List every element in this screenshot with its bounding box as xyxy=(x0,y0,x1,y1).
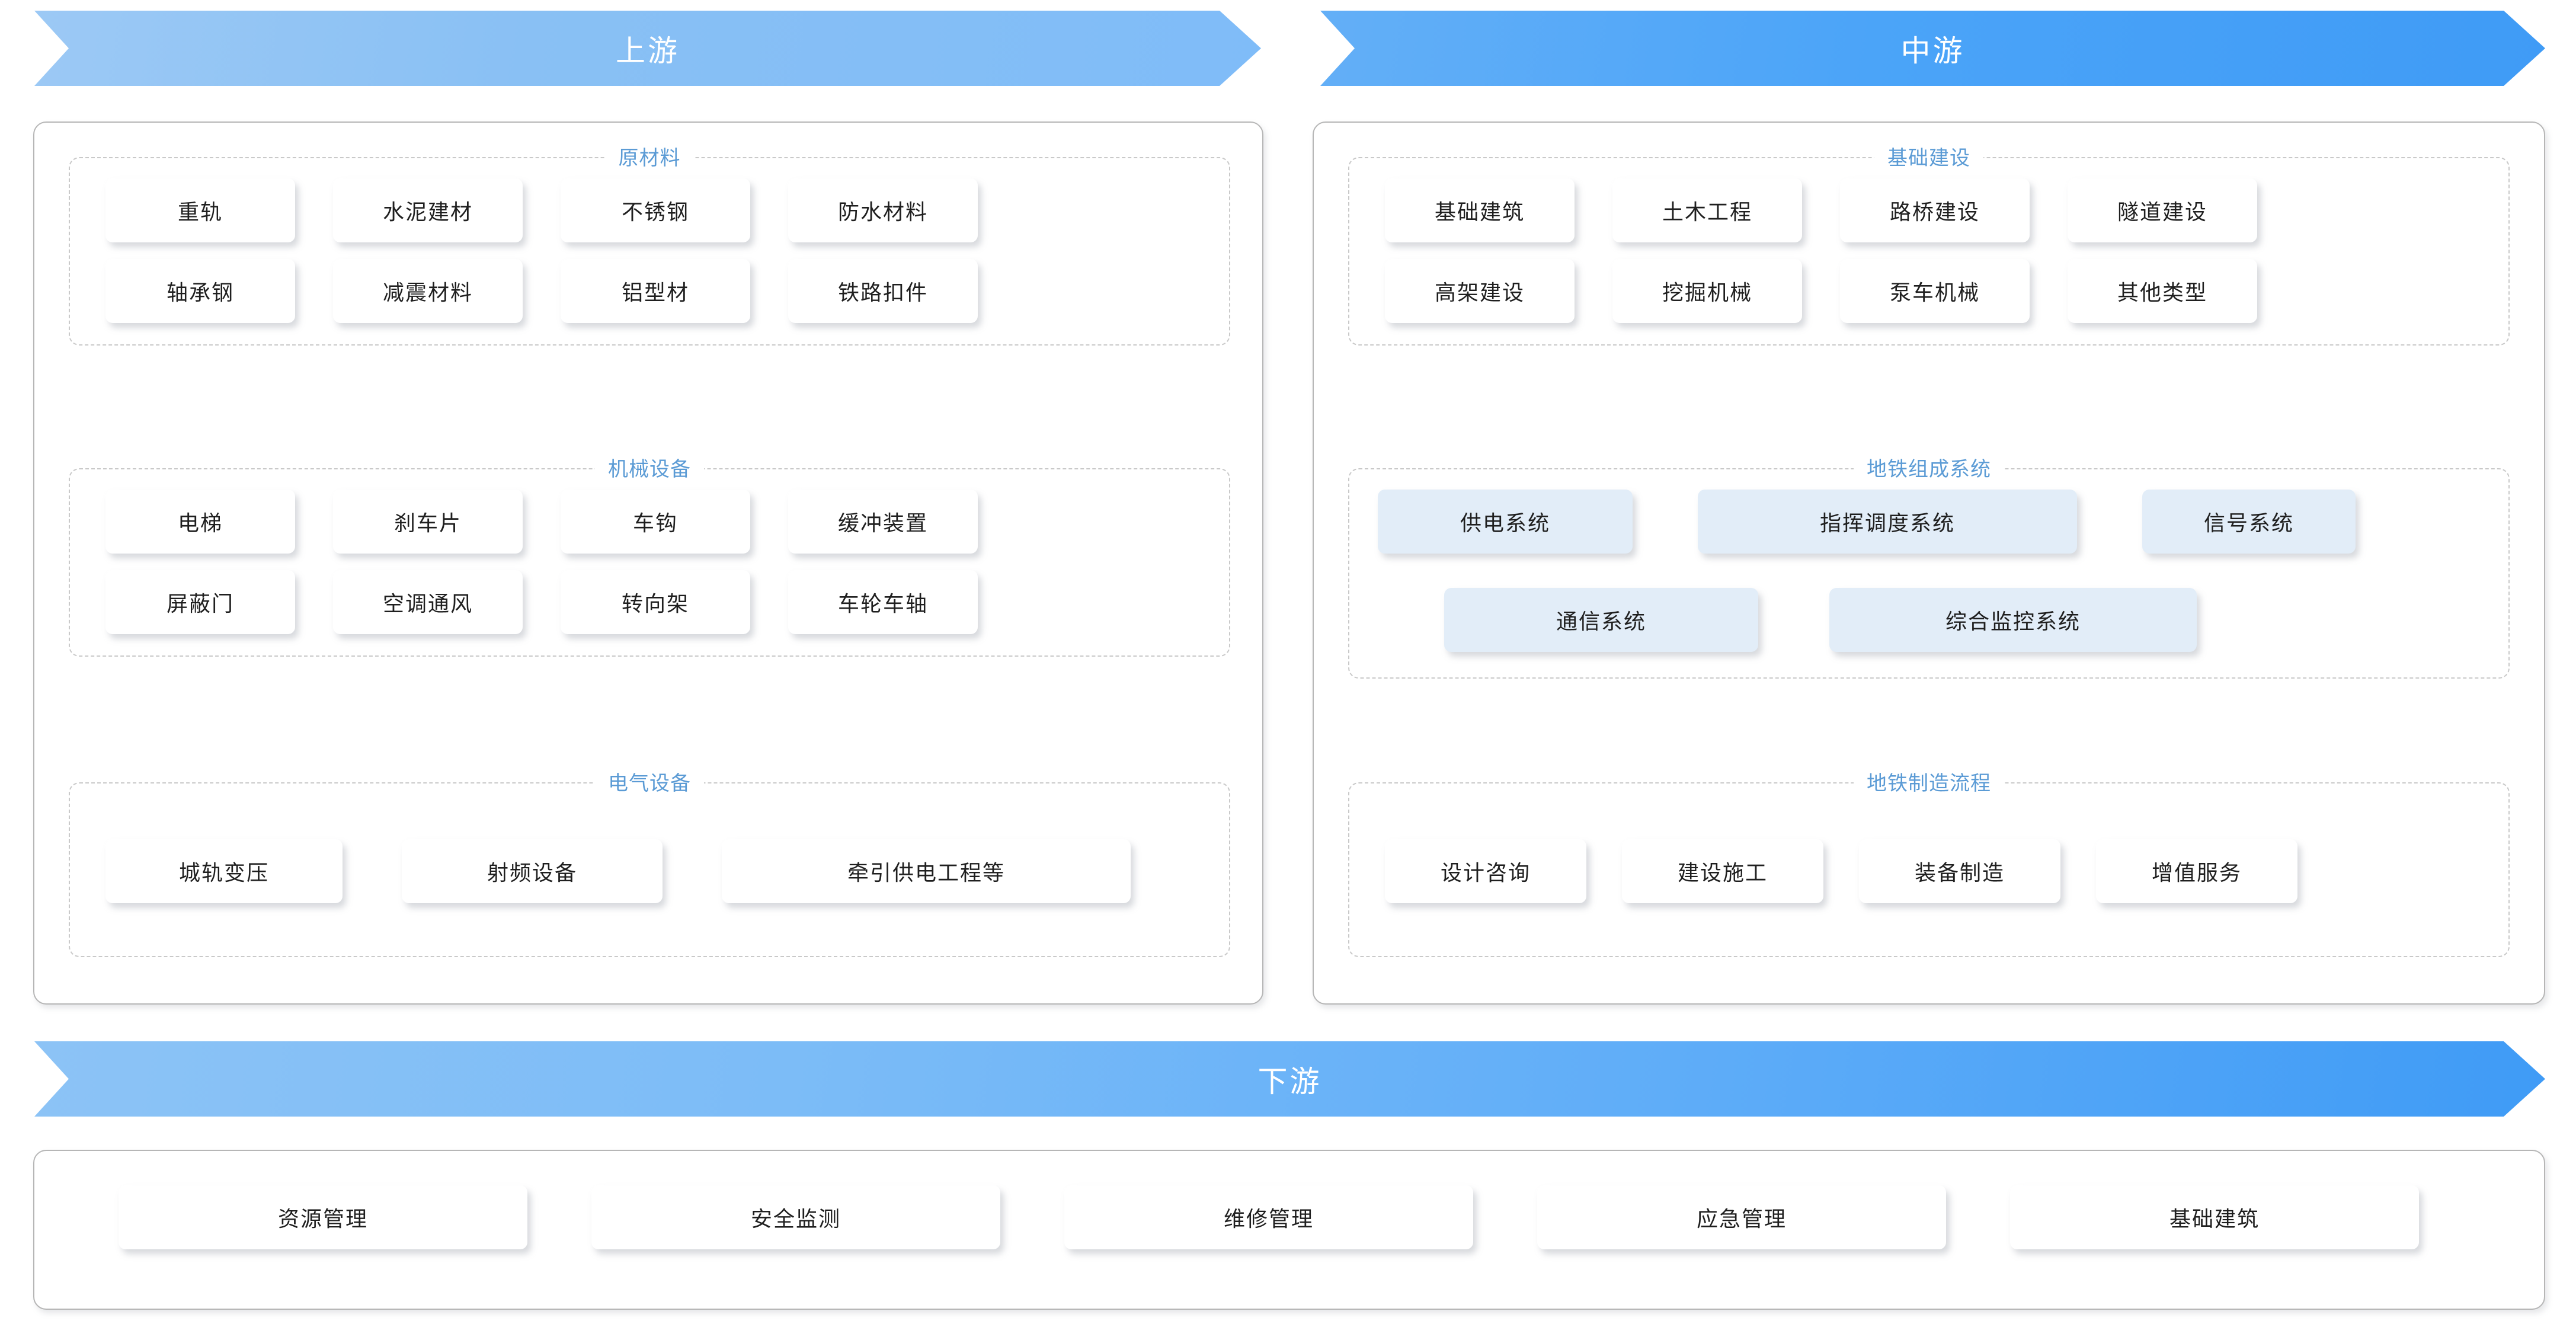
card-item[interactable]: 铝型材 xyxy=(561,259,750,323)
card-item[interactable]: 指挥调度系统 xyxy=(1698,490,2077,554)
group-title-basic-construction: 基础建设 xyxy=(1874,142,1983,171)
row-downstream-1: 资源管理 安全监测 维修管理 应急管理 基础建筑 xyxy=(119,1185,2419,1249)
card-item[interactable]: 缓冲装置 xyxy=(788,490,978,554)
row-raw-materials-1: 重轨 水泥建材 不锈钢 防水材料 xyxy=(105,178,978,242)
card-item[interactable]: 轴承钢 xyxy=(105,259,295,323)
group-title-electrical-equipment: 电气设备 xyxy=(595,767,704,796)
card-item[interactable]: 土木工程 xyxy=(1612,178,1802,242)
group-metro-manufacturing-process: 地铁制造流程 设计咨询 建设施工 装备制造 增值服务 xyxy=(1348,767,2510,957)
card-item[interactable]: 其他类型 xyxy=(2068,259,2257,323)
card-item[interactable]: 应急管理 xyxy=(1537,1185,1946,1249)
banner-midstream-label: 中游 xyxy=(1900,34,1965,68)
row-infra-2: 高架建设 挖掘机械 泵车机械 其他类型 xyxy=(1385,259,2257,323)
card-item[interactable]: 供电系统 xyxy=(1378,490,1633,554)
group-raw-materials: 原材料 重轨 水泥建材 不锈钢 防水材料 轴承钢 减震材料 铝型材 铁路扣件 xyxy=(69,142,1230,346)
card-item[interactable]: 增值服务 xyxy=(2096,839,2297,903)
banner-midstream: 中游 xyxy=(1320,11,2545,86)
group-downstream-items: 资源管理 安全监测 维修管理 应急管理 基础建筑 xyxy=(119,1185,2419,1249)
banner-upstream-label: 上游 xyxy=(616,34,680,68)
row-mechanical-1: 电梯 刹车片 车钩 缓冲装置 xyxy=(105,490,978,554)
group-title-raw-materials: 原材料 xyxy=(605,142,694,171)
card-item[interactable]: 刹车片 xyxy=(333,490,523,554)
group-title-mechanical-equipment: 机械设备 xyxy=(595,453,704,482)
card-item[interactable]: 路桥建设 xyxy=(1840,178,2030,242)
card-item[interactable]: 水泥建材 xyxy=(333,178,523,242)
card-item[interactable]: 隧道建设 xyxy=(2068,178,2257,242)
card-item[interactable]: 不锈钢 xyxy=(561,178,750,242)
banner-upstream: 上游 xyxy=(34,11,1261,86)
card-item[interactable]: 铁路扣件 xyxy=(788,259,978,323)
card-item[interactable]: 车轮车轴 xyxy=(788,570,978,634)
card-item[interactable]: 空调通风 xyxy=(333,570,523,634)
card-item[interactable]: 防水材料 xyxy=(788,178,978,242)
card-item[interactable]: 维修管理 xyxy=(1064,1185,1473,1249)
card-item[interactable]: 建设施工 xyxy=(1622,839,1823,903)
group-title-metro-manufacturing-process: 地铁制造流程 xyxy=(1854,767,2004,796)
row-metro-systems-2: 通信系统 综合监控系统 xyxy=(1444,588,2197,652)
banner-downstream-label: 下游 xyxy=(1257,1064,1322,1098)
group-electrical-equipment: 电气设备 城轨变压 射频设备 牵引供电工程等 xyxy=(69,767,1230,957)
group-metro-systems: 地铁组成系统 供电系统 指挥调度系统 信号系统 通信系统 综合监控系统 xyxy=(1348,453,2510,679)
card-item[interactable]: 高架建设 xyxy=(1385,259,1575,323)
card-item[interactable]: 射频设备 xyxy=(402,839,663,903)
row-infra-1: 基础建筑 土木工程 路桥建设 隧道建设 xyxy=(1385,178,2257,242)
card-item[interactable]: 基础建筑 xyxy=(1385,178,1575,242)
row-electrical-1: 城轨变压 射频设备 牵引供电工程等 xyxy=(105,839,1131,903)
card-item[interactable]: 安全监测 xyxy=(591,1185,1000,1249)
card-item[interactable]: 牵引供电工程等 xyxy=(722,839,1131,903)
row-flow-1: 设计咨询 建设施工 装备制造 增值服务 xyxy=(1385,839,2297,903)
row-raw-materials-2: 轴承钢 减震材料 铝型材 铁路扣件 xyxy=(105,259,978,323)
group-mechanical-equipment: 机械设备 电梯 刹车片 车钩 缓冲装置 屏蔽门 空调通风 转向架 车轮车轴 xyxy=(69,453,1230,657)
group-title-metro-systems: 地铁组成系统 xyxy=(1854,453,2004,482)
card-item[interactable]: 屏蔽门 xyxy=(105,570,295,634)
card-item[interactable]: 电梯 xyxy=(105,490,295,554)
card-item[interactable]: 转向架 xyxy=(561,570,750,634)
card-item[interactable]: 挖掘机械 xyxy=(1612,259,1802,323)
card-item[interactable]: 基础建筑 xyxy=(2010,1185,2419,1249)
card-item[interactable]: 综合监控系统 xyxy=(1829,588,2197,652)
card-item[interactable]: 设计咨询 xyxy=(1385,839,1586,903)
card-item[interactable]: 信号系统 xyxy=(2142,490,2356,554)
row-mechanical-2: 屏蔽门 空调通风 转向架 车轮车轴 xyxy=(105,570,978,634)
card-item[interactable]: 城轨变压 xyxy=(105,839,343,903)
card-item[interactable]: 车钩 xyxy=(561,490,750,554)
card-item[interactable]: 装备制造 xyxy=(1859,839,2060,903)
card-item[interactable]: 泵车机械 xyxy=(1840,259,2030,323)
group-basic-construction: 基础建设 基础建筑 土木工程 路桥建设 隧道建设 高架建设 挖掘机械 泵车机械 … xyxy=(1348,142,2510,346)
card-item[interactable]: 通信系统 xyxy=(1444,588,1758,652)
card-item[interactable]: 资源管理 xyxy=(119,1185,527,1249)
card-item[interactable]: 重轨 xyxy=(105,178,295,242)
row-metro-systems-1: 供电系统 指挥调度系统 信号系统 xyxy=(1378,490,2356,554)
banner-downstream: 下游 xyxy=(34,1041,2545,1117)
card-item[interactable]: 减震材料 xyxy=(333,259,523,323)
